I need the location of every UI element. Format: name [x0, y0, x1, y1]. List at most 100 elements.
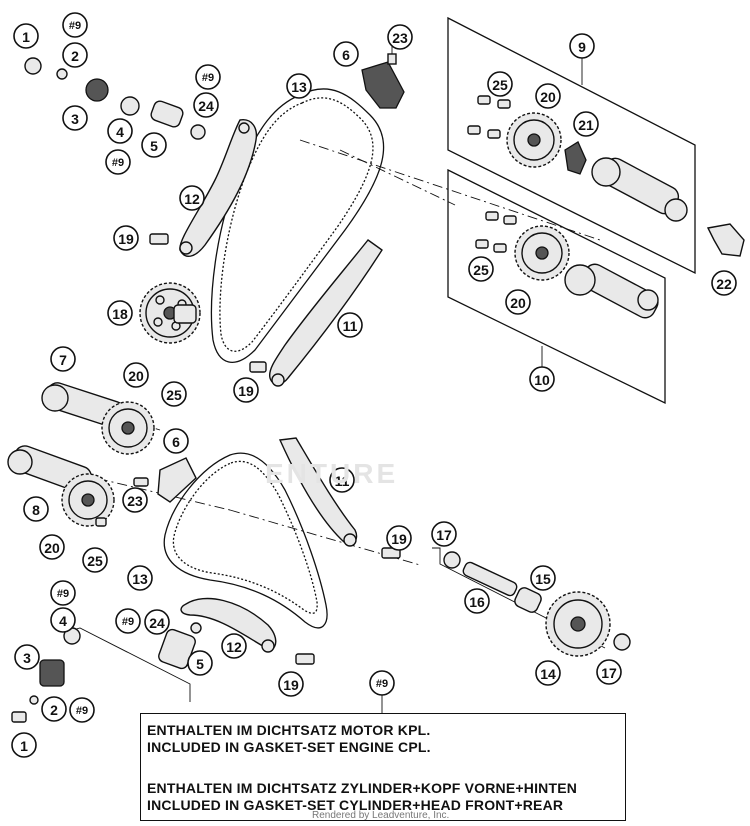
callout-label: 5 [196, 656, 204, 672]
callout-label: 18 [112, 306, 128, 322]
plug-1-top [24, 57, 42, 75]
callout-2: 2 [62, 42, 88, 68]
callout-label: 19 [391, 531, 407, 547]
callout-4: 4 [50, 607, 76, 633]
callout-10: 10 [529, 366, 555, 392]
callout-label: #9 [69, 20, 81, 32]
washer-17-rear [613, 633, 631, 651]
callout-9: #9 [115, 608, 141, 634]
render-credit: Rendered by Leadventure, Inc. [312, 810, 450, 821]
callout-label: #9 [202, 72, 214, 84]
camshaft-sprocket-20-box10 [514, 225, 570, 281]
callout-17: 17 [596, 659, 622, 685]
callout-label: 24 [198, 98, 214, 114]
callout-label: 12 [184, 191, 200, 207]
callout-19: 19 [386, 525, 412, 551]
callout-8: 8 [23, 496, 49, 522]
callout-label: 14 [540, 666, 556, 682]
chain-tensioner-lower [157, 457, 197, 503]
gasket-set-note: ENTHALTEN IM DICHTSATZ MOTOR KPL. INCLUD… [140, 713, 626, 821]
callout-23: 23 [122, 487, 148, 513]
gear-21 [564, 141, 587, 175]
callout-11: 11 [329, 467, 355, 493]
seal-24-lower [190, 622, 202, 634]
callout-label: #9 [112, 157, 124, 169]
note-line-en-engine: INCLUDED IN GASKET-SET ENGINE CPL. [147, 739, 431, 755]
washer-2-top [56, 68, 68, 80]
callout-12: 12 [221, 633, 247, 659]
plug-1-lower [11, 711, 27, 723]
callout-label: 20 [540, 89, 556, 105]
callout-3: 3 [14, 644, 40, 670]
callout-15: 15 [530, 565, 556, 591]
note-line-en-cylinder: INCLUDED IN GASKET-SET CYLINDER+HEAD FRO… [147, 797, 564, 813]
callout-label: 19 [118, 231, 134, 247]
callout-label: 19 [238, 383, 254, 399]
callout-label: 7 [59, 352, 67, 368]
callout-20: 20 [505, 289, 531, 315]
callout-label: 4 [59, 613, 67, 629]
callout-5: 5 [187, 650, 213, 676]
callout-label: 16 [469, 594, 485, 610]
callout-label: #9 [57, 588, 69, 600]
timing-chain-front [163, 452, 328, 629]
callout-13: 13 [286, 73, 312, 99]
callout-12: 12 [179, 185, 205, 211]
callout-2: 2 [41, 696, 67, 722]
callout-label: 13 [132, 571, 148, 587]
callout-14: 14 [535, 660, 561, 686]
callout-label: 17 [436, 527, 452, 543]
callout-label: 2 [50, 702, 58, 718]
chain-guide-12-top [179, 119, 258, 257]
callout-3: 3 [62, 105, 88, 131]
callout-25: 25 [487, 71, 513, 97]
callout-label: 24 [149, 615, 165, 631]
callout-label: 23 [127, 493, 143, 509]
bolts-25-box10 [475, 211, 517, 253]
callout-label: 23 [392, 30, 408, 46]
callout-23: 23 [387, 24, 413, 50]
sprocket-18 [139, 282, 201, 344]
camshaft-sprocket-20-lower [61, 473, 115, 527]
callout-label: 3 [23, 650, 31, 666]
callout-7: 7 [50, 346, 76, 372]
watermark: ENTURE [265, 458, 399, 489]
callout-20: 20 [123, 362, 149, 388]
callout-11: 11 [337, 312, 363, 338]
callout-label: 25 [166, 387, 182, 403]
callout-16: 16 [464, 588, 490, 614]
tensioner-5-top [150, 100, 184, 128]
callout-13: 13 [127, 565, 153, 591]
callout-9: #9 [105, 149, 131, 175]
callout-19: 19 [278, 671, 304, 697]
callout-label: 20 [44, 540, 60, 556]
assembly-box-10 [447, 168, 666, 405]
callout-label: 8 [32, 502, 40, 518]
callout-label: 25 [492, 77, 508, 93]
callout-9: #9 [62, 12, 88, 38]
callout-24: 24 [144, 609, 170, 635]
callout-25: 25 [82, 547, 108, 573]
callout-label: 25 [87, 553, 103, 569]
callout-label: 20 [510, 295, 526, 311]
washer-17-front [443, 551, 461, 569]
callout-20: 20 [39, 534, 65, 560]
callout-label: 17 [601, 665, 617, 681]
assembly-box-9 [447, 16, 696, 275]
callout-21: 21 [573, 111, 599, 137]
bushing-15 [514, 587, 542, 613]
callout-label: #9 [76, 705, 88, 717]
callout-17: 17 [431, 521, 457, 547]
tensioner-3-lower [39, 659, 65, 687]
callout-label: 12 [226, 639, 242, 655]
seal-4-top [120, 96, 140, 116]
callout-label: 6 [342, 47, 350, 63]
callout-label: 5 [150, 138, 158, 154]
callout-9: #9 [50, 580, 76, 606]
note-line-de-engine: ENTHALTEN IM DICHTSATZ MOTOR KPL. [147, 722, 431, 738]
callout-label: 21 [578, 117, 594, 133]
tensioner-3-top [85, 78, 109, 102]
callout-9: #9 [195, 64, 221, 90]
callout-9: #9 [69, 697, 95, 723]
